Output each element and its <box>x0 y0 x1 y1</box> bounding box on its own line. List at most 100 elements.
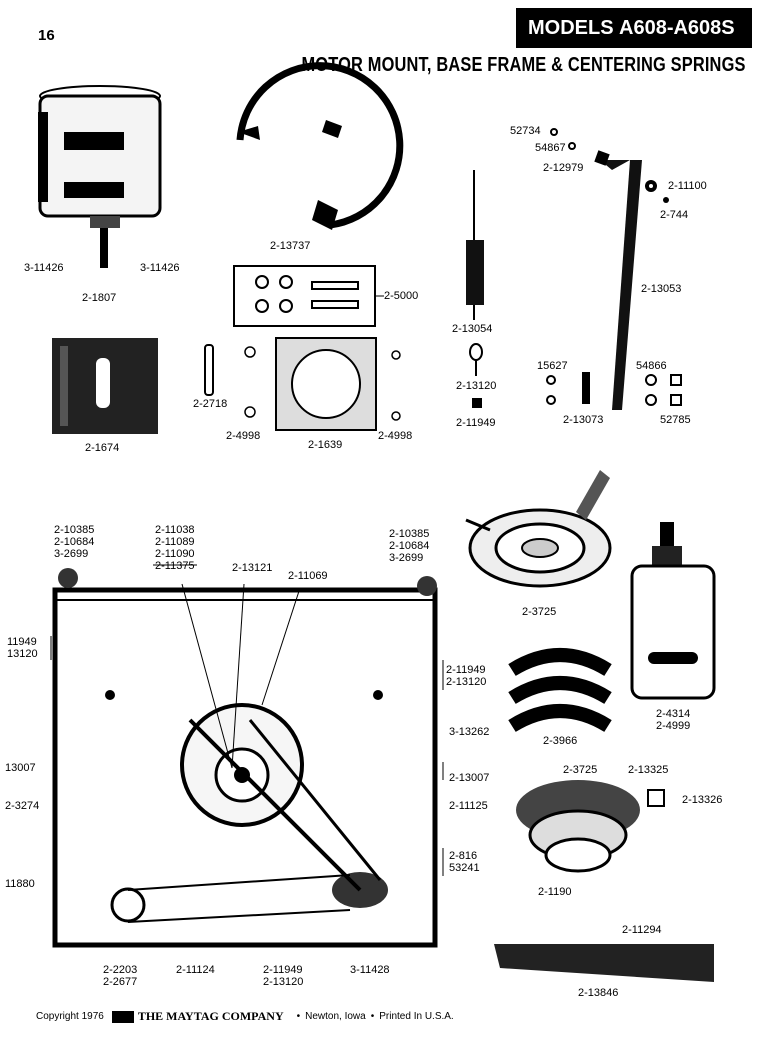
plate-kit-drawing <box>233 265 384 327</box>
tub-ring-top-drawing <box>465 470 612 588</box>
tub-assembly-drawing <box>516 780 665 873</box>
part-2-1807: 2-1807 <box>82 292 117 304</box>
part-54867: 54867 <box>535 142 566 154</box>
bar-drawing <box>494 944 714 982</box>
maytag-logo-icon <box>111 1010 134 1023</box>
part-group-right-mid: 2-11949 2-13120 <box>446 664 486 688</box>
part-2-13073: 2-13073 <box>563 414 604 426</box>
part-3-11426-left: 3-11426 <box>24 262 64 274</box>
part-2-13053: 2-13053 <box>641 283 682 295</box>
oil-bottle-drawing <box>630 522 716 700</box>
base-frame-drawing <box>52 568 438 948</box>
company-name: THE MAYTAG COMPANY <box>137 1009 284 1023</box>
part-2-11294: 2-11294 <box>622 924 662 936</box>
printed-text: Printed In U.S.A. <box>379 1011 454 1022</box>
part-52734: 52734 <box>510 125 541 137</box>
part-54866: 54866 <box>636 360 667 372</box>
part-label: 2-4999 <box>656 720 691 732</box>
part-group-right-top: 2-10385 2-10684 3-2699 <box>389 528 429 564</box>
part-2-13326: 2-13326 <box>682 794 723 806</box>
part-3-11426-right: 3-11426 <box>140 262 180 274</box>
part-2-13325: 2-13325 <box>628 764 669 776</box>
part-2-11949: 2-11949 <box>456 417 496 429</box>
part-3-11428: 3-11428 <box>350 964 390 976</box>
bullet-icon: • <box>370 1011 375 1022</box>
pads-drawing <box>508 648 612 733</box>
bracket-drawing <box>236 62 404 230</box>
part-group-bottom-mid: 2-11949 2-13120 <box>263 964 303 988</box>
part-label: 2-13120 <box>446 676 487 688</box>
part-label: 53241 <box>449 862 480 874</box>
page-number: 16 <box>38 27 55 44</box>
spring-drawing <box>466 170 484 408</box>
part-label: 2-11375 <box>155 560 195 572</box>
part-2-4998-left: 2-4998 <box>226 430 261 442</box>
part-2-744: 2-744 <box>660 209 689 221</box>
part-2-13737: 2-13737 <box>270 240 311 252</box>
models-label: MODELS <box>528 17 614 39</box>
part-2-1190: 2-1190 <box>538 886 572 898</box>
part-3-13262: 3-13262 <box>449 726 490 738</box>
motor-drawing <box>38 85 162 268</box>
models-value: A608-A608S <box>619 17 735 39</box>
part-2-5000: 2-5000 <box>384 290 419 302</box>
part-label: 2-10385 <box>54 524 95 536</box>
part-2-13007: 2-13007 <box>449 772 490 784</box>
part-group-816: 2-816 53241 <box>449 850 480 874</box>
part-label: 2-10385 <box>389 528 430 540</box>
part-label: 2-13120 <box>263 976 304 988</box>
part-2-13054: 2-13054 <box>452 323 493 335</box>
part-label: 2-816 <box>449 850 478 862</box>
part-13007: 13007 <box>5 762 36 774</box>
bullet-icon: • <box>296 1011 301 1022</box>
part-2-3966: 2-3966 <box>543 735 578 747</box>
part-group-bottom-left: 2-2203 2-2677 <box>103 964 137 988</box>
part-label: 2-11089 <box>155 536 195 548</box>
leader-lines <box>50 564 444 876</box>
part-label: 3-2699 <box>389 552 424 564</box>
footer: Copyright 1976 THE MAYTAG COMPANY • Newt… <box>36 1009 454 1024</box>
part-2-1639: 2-1639 <box>308 439 343 451</box>
part-2-13846: 2-13846 <box>578 987 619 999</box>
part-2-1674: 2-1674 <box>85 442 120 454</box>
part-2-3725-top: 2-3725 <box>522 606 557 618</box>
motor-bracket-drawing <box>52 338 158 434</box>
part-label: 11949 <box>7 636 37 648</box>
part-2-4998-right: 2-4998 <box>378 430 413 442</box>
part-2-11124: 2-11124 <box>176 964 215 976</box>
part-2-2718: 2-2718 <box>193 398 228 410</box>
part-2-12979: 2-12979 <box>543 162 584 174</box>
part-group-center-top: 2-11038 2-11089 2-11090 2-11375 <box>155 524 195 572</box>
part-label: 13120 <box>7 648 38 660</box>
part-label: 2-10684 <box>389 540 430 552</box>
part-2-3274: 2-3274 <box>5 800 40 812</box>
strut-drawing <box>546 128 682 410</box>
part-label: 2-2203 <box>103 964 138 976</box>
part-label: 2-2677 <box>103 976 138 988</box>
part-2-13120: 2-13120 <box>456 380 497 392</box>
part-label: 2-11038 <box>155 524 195 536</box>
copyright-text: Copyright 1976 <box>36 1011 104 1022</box>
part-2-13121: 2-13121 <box>232 562 273 574</box>
part-15627: 15627 <box>537 360 568 372</box>
part-group-left-mid: 11949 13120 <box>7 636 38 660</box>
part-2-11125: 2-11125 <box>449 800 488 812</box>
part-group-oil: 2-4314 2-4999 <box>656 708 690 732</box>
part-label: 2-11949 <box>446 664 486 676</box>
mount-plate-drawing <box>204 337 401 431</box>
location-text: Newton, Iowa <box>305 1011 366 1022</box>
part-11880: 11880 <box>5 878 35 890</box>
part-label: 2-11090 <box>155 548 195 560</box>
models-banner: MODELS A608-A608S <box>516 8 752 48</box>
part-2-3725-bottom: 2-3725 <box>563 764 598 776</box>
part-2-11069: 2-11069 <box>288 570 328 582</box>
page-title: MOTOR MOUNT, BASE FRAME & CENTERING SPRI… <box>301 54 746 76</box>
oil-bottle-label: POLY-LUBE <box>653 638 692 645</box>
part-2-11100: 2-11100 <box>668 180 707 192</box>
part-52785: 52785 <box>660 414 691 426</box>
part-group-left-top: 2-10385 2-10684 3-2699 <box>54 524 94 560</box>
part-label: 2-11949 <box>263 964 303 976</box>
part-label: 2-4314 <box>656 708 691 720</box>
part-label: 3-2699 <box>54 548 89 560</box>
